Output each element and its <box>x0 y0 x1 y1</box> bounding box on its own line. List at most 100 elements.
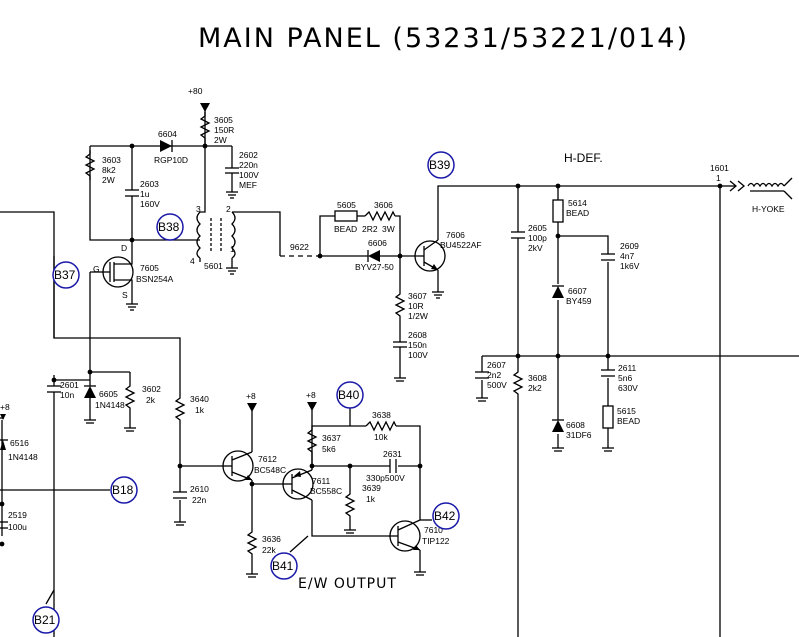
svg-text:2519: 2519 <box>8 510 27 520</box>
ground-icon <box>602 447 614 452</box>
svg-text:22n: 22n <box>192 495 206 505</box>
svg-text:B39: B39 <box>429 158 451 172</box>
ground-icon <box>394 377 406 382</box>
connector-1601: 1601 1 <box>710 163 746 192</box>
svg-text:8k2: 8k2 <box>102 165 116 175</box>
wire-3638-right <box>396 425 421 520</box>
svg-text:2k: 2k <box>146 395 156 405</box>
ground-icon <box>226 258 238 275</box>
svg-text:2603: 2603 <box>140 179 159 189</box>
test-point-b39: B39 <box>427 151 455 179</box>
svg-text:10k: 10k <box>374 432 388 442</box>
resistor-3640: 3640 1k <box>174 394 209 424</box>
svg-text:RGP10D: RGP10D <box>154 155 188 165</box>
svg-text:10n: 10n <box>60 390 74 400</box>
svg-text:BC558C: BC558C <box>310 486 342 496</box>
junction <box>347 463 353 469</box>
svg-text:2609: 2609 <box>620 241 639 251</box>
capacitor-2608: 2608 150n 100V <box>393 330 428 360</box>
svg-text:100V: 100V <box>239 170 259 180</box>
svg-text:BEAD: BEAD <box>334 224 357 234</box>
svg-text:10R: 10R <box>408 301 424 311</box>
wire-3606-right <box>395 215 401 256</box>
svg-text:1k: 1k <box>366 494 376 504</box>
capacitor-2605: 2605 100p 2kV <box>511 223 547 253</box>
svg-text:G: G <box>93 264 100 274</box>
svg-text:3602: 3602 <box>142 384 161 394</box>
svg-text:2R2: 2R2 <box>362 224 378 234</box>
svg-text:3605: 3605 <box>214 115 233 125</box>
svg-text:4: 4 <box>190 256 195 266</box>
svg-text:330p500V: 330p500V <box>366 473 405 483</box>
diode-6608: 6608 31DF6 <box>552 419 592 440</box>
svg-text:5605: 5605 <box>337 200 356 210</box>
svg-text:7606: 7606 <box>446 230 465 240</box>
svg-text:3637: 3637 <box>322 433 341 443</box>
svg-text:1/2W: 1/2W <box>408 311 428 321</box>
svg-text:2: 2 <box>226 204 231 214</box>
svg-text:B42: B42 <box>434 509 456 523</box>
svg-text:6604: 6604 <box>158 129 177 139</box>
svg-text:4n7: 4n7 <box>620 251 634 261</box>
diode-6607: 6607 BY459 <box>552 285 592 306</box>
wire-tx-pin3 <box>200 146 206 213</box>
svg-text:D: D <box>121 243 127 253</box>
svg-text:2611: 2611 <box>618 363 637 373</box>
svg-text:1: 1 <box>230 244 235 254</box>
svg-text:3603: 3603 <box>102 155 121 165</box>
svg-text:BEAD: BEAD <box>566 208 589 218</box>
junction <box>397 253 403 259</box>
test-point-b37: B37 <box>52 261 80 289</box>
rail-arrow-icon <box>247 403 257 412</box>
ground-icon <box>174 521 186 526</box>
rail-label: +8 <box>0 402 10 412</box>
svg-text:3636: 3636 <box>262 534 281 544</box>
svg-text:31DF6: 31DF6 <box>566 430 592 440</box>
h-def-label: H-DEF. <box>564 151 603 165</box>
junction <box>129 143 135 149</box>
svg-text:3W: 3W <box>382 224 395 234</box>
resistor-3603: 3603 8k2 2W <box>84 150 121 185</box>
svg-text:3608: 3608 <box>528 373 547 383</box>
resistor-3636: 3636 22k <box>246 528 281 562</box>
wire-tx-pin2 <box>232 211 281 256</box>
svg-text:22k: 22k <box>262 545 276 555</box>
svg-text:7605: 7605 <box>140 263 159 273</box>
svg-text:6608: 6608 <box>566 420 585 430</box>
junction <box>317 253 323 259</box>
test-point-b38: B38 <box>156 213 184 241</box>
wire-3638-left <box>311 425 366 466</box>
wire-2609-top <box>558 235 609 254</box>
junction <box>515 183 521 189</box>
svg-text:6607: 6607 <box>568 286 587 296</box>
resistor-3608: 3608 2k2 <box>512 368 547 400</box>
ground-icon <box>246 573 258 578</box>
svg-text:B41: B41 <box>272 559 294 573</box>
junction <box>555 183 561 189</box>
wires <box>0 103 799 637</box>
svg-text:630V: 630V <box>618 383 638 393</box>
capacitor-2607: 2607 2n2 500V <box>475 360 507 390</box>
rail-label: +8 <box>246 391 256 401</box>
svg-text:7610: 7610 <box>424 525 443 535</box>
svg-text:100V: 100V <box>408 350 428 360</box>
svg-text:2n2: 2n2 <box>487 370 501 380</box>
svg-text:3607: 3607 <box>408 291 427 301</box>
svg-text:2607: 2607 <box>487 360 506 370</box>
resistor-3607: 3607 10R 1/2W <box>394 290 428 326</box>
wire-drain <box>89 208 200 241</box>
junction <box>717 183 723 189</box>
resistor-3639: 3639 1k <box>344 483 381 520</box>
grounds <box>84 184 614 578</box>
svg-text:3606: 3606 <box>374 200 393 210</box>
capacitor-2519: 2519 100u <box>0 510 27 532</box>
junction <box>417 463 423 469</box>
svg-text:B40: B40 <box>338 388 360 402</box>
resistor-3605: 3605 150R 2W <box>199 112 234 146</box>
svg-text:TIP122: TIP122 <box>422 536 450 546</box>
svg-text:6605: 6605 <box>99 389 118 399</box>
capacitor-2602: 2602 220n 100V MEF <box>225 150 259 190</box>
ground-icon <box>124 427 136 432</box>
junction <box>309 463 315 469</box>
rail-label: +8 <box>306 390 316 400</box>
